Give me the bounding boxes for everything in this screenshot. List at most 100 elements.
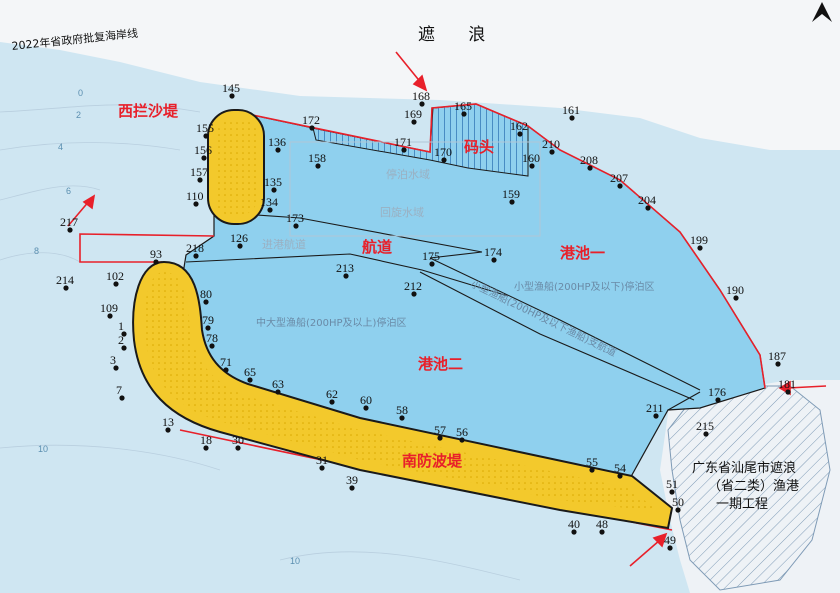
basin-1-label: 港池一 xyxy=(560,244,605,262)
survey-point-label: 176 xyxy=(708,385,726,399)
survey-point-marker xyxy=(275,389,281,395)
survey-point-marker xyxy=(669,489,675,495)
survey-point-marker xyxy=(697,245,703,251)
survey-point-marker xyxy=(235,445,241,451)
survey-point-label: 213 xyxy=(336,261,354,275)
survey-point-label: 50 xyxy=(672,495,684,509)
survey-point-label: 190 xyxy=(726,283,744,297)
west-boundary xyxy=(79,233,215,263)
survey-point-label: 102 xyxy=(106,269,124,283)
survey-point-marker xyxy=(209,343,215,349)
survey-point-marker xyxy=(271,187,277,193)
survey-point-label: 214 xyxy=(56,273,74,287)
survey-point-marker xyxy=(715,397,721,403)
survey-point-marker xyxy=(343,273,349,279)
survey-point-label: 168 xyxy=(412,89,430,103)
survey-point-label: 161 xyxy=(562,103,580,117)
survey-point-label: 48 xyxy=(596,517,608,531)
survey-point-label: 80 xyxy=(200,287,212,301)
survey-point-marker xyxy=(203,133,209,139)
survey-point-marker xyxy=(63,285,69,291)
survey-point-marker xyxy=(113,281,119,287)
survey-point-label: 175 xyxy=(422,249,440,263)
survey-point-label: 3 xyxy=(110,353,116,367)
survey-point-label: 160 xyxy=(522,151,540,165)
survey-point-label: 136 xyxy=(268,135,286,149)
survey-point-marker xyxy=(645,205,651,211)
depth-label: 4 xyxy=(58,142,63,152)
survey-point-marker xyxy=(121,345,127,351)
survey-point-marker xyxy=(363,405,369,411)
survey-point-marker xyxy=(429,261,435,267)
survey-point-marker xyxy=(165,427,171,433)
survey-point-label: 135 xyxy=(264,175,282,189)
survey-point-label: 18 xyxy=(200,433,212,447)
survey-point-label: 181 xyxy=(778,377,796,391)
project-line-2: （省二类）渔港 xyxy=(708,479,799,494)
survey-point-marker xyxy=(201,155,207,161)
survey-point-marker xyxy=(67,227,73,233)
channel-lines xyxy=(185,211,701,411)
survey-point-marker xyxy=(399,415,405,421)
west-dam-dots xyxy=(214,118,258,216)
survey-point-label: 199 xyxy=(690,233,708,247)
zone-small-boats: 小型渔船(200HP及以下)停泊区 xyxy=(514,280,654,293)
survey-point-label: 49 xyxy=(664,533,676,547)
survey-point-marker xyxy=(411,119,417,125)
survey-point-label: 157 xyxy=(190,165,208,179)
survey-point-marker xyxy=(267,207,273,213)
land-north xyxy=(0,0,840,150)
survey-point-label: 79 xyxy=(202,313,214,327)
survey-point-label: 212 xyxy=(404,279,422,293)
turning-area-box xyxy=(289,141,541,237)
survey-point-marker xyxy=(229,93,235,99)
survey-point-label: 13 xyxy=(162,415,174,429)
south-breakwater-body xyxy=(132,260,674,530)
survey-point-marker xyxy=(309,125,315,131)
survey-point-label: 54 xyxy=(614,461,626,475)
depth-label: 10 xyxy=(290,556,300,566)
survey-point-label: 134 xyxy=(260,195,278,209)
survey-point-marker xyxy=(775,361,781,367)
survey-point-marker xyxy=(107,313,113,319)
depth-label: 2 xyxy=(76,110,81,120)
survey-point-marker xyxy=(549,149,555,155)
survey-point-marker xyxy=(247,377,253,383)
survey-point-label: 78 xyxy=(206,331,218,345)
depth-label: 10 xyxy=(38,444,48,454)
survey-point-marker xyxy=(517,131,523,137)
depth-label: 6 xyxy=(66,186,71,196)
survey-point-label: 2 xyxy=(118,333,124,347)
survey-point-marker xyxy=(437,435,443,441)
survey-point-label: 110 xyxy=(186,189,204,203)
survey-point-marker xyxy=(569,115,575,121)
survey-point-marker xyxy=(703,431,709,437)
survey-point-label: 63 xyxy=(272,377,284,391)
survey-point-marker xyxy=(785,389,791,395)
survey-point-marker xyxy=(653,413,659,419)
survey-point-marker xyxy=(733,295,739,301)
survey-point-label: 172 xyxy=(302,113,320,127)
survey-point-label: 207 xyxy=(610,171,628,185)
survey-point-label: 31 xyxy=(316,453,328,467)
survey-point-label: 58 xyxy=(396,403,408,417)
survey-point-label: 93 xyxy=(150,247,162,261)
survey-point-marker xyxy=(589,467,595,473)
survey-point-marker xyxy=(599,529,605,535)
survey-point-marker xyxy=(571,529,577,535)
survey-point-label: 156 xyxy=(194,143,212,157)
zone-medium-boats: 中大型渔船(200HP及以上)停泊区 xyxy=(256,316,406,329)
survey-point-marker xyxy=(203,445,209,451)
survey-point-label: 155 xyxy=(196,121,214,135)
survey-point-label: 51 xyxy=(666,477,678,491)
survey-point-label: 7 xyxy=(116,383,122,397)
survey-point-label: 55 xyxy=(586,455,598,469)
survey-point-label: 60 xyxy=(360,393,372,407)
survey-point-marker xyxy=(667,545,673,551)
survey-point-label: 169 xyxy=(404,107,422,121)
survey-point-label: 71 xyxy=(220,355,232,369)
survey-point-marker xyxy=(411,291,417,297)
survey-point-marker xyxy=(617,183,623,189)
